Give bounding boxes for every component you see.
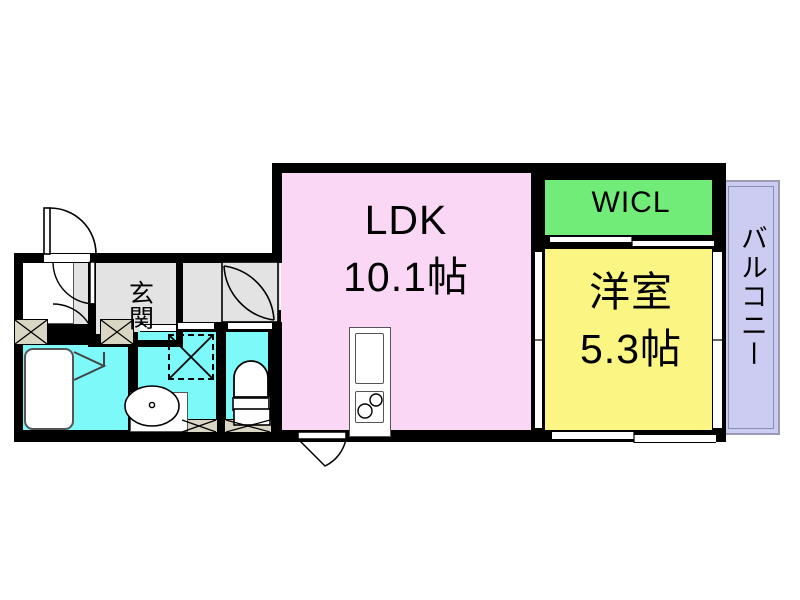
pipe-shaft-box-left <box>14 319 48 345</box>
wall-genkan-right <box>176 253 183 347</box>
label-bedroom: 洋室 <box>589 269 673 315</box>
bedroom-ldk-sliding-door[interactable] <box>534 252 543 428</box>
label-balcony: バルコニー <box>736 223 767 369</box>
vent-toilet <box>224 419 272 433</box>
label-genkan: 玄関 <box>125 280 154 330</box>
bedroom-bottom-window[interactable] <box>552 431 634 440</box>
toilet-door-opening[interactable] <box>228 322 272 330</box>
kitchen-stove <box>355 391 384 423</box>
wall-hall-top <box>14 253 282 263</box>
room-ldk-fill <box>281 172 531 436</box>
wall-wicl-top <box>540 163 726 180</box>
washroom-top-opening[interactable] <box>140 324 176 332</box>
label-ldk-area: 10.1帖 <box>343 254 469 300</box>
wall-entry-opening-left <box>14 253 44 262</box>
bathtub <box>24 348 74 430</box>
washroom-top-opening-2[interactable] <box>178 322 214 330</box>
wall-hall-bottom <box>14 430 282 442</box>
toilet-tank <box>232 397 270 411</box>
wall-genkan-left <box>88 253 96 347</box>
room-wicl-fill <box>545 180 717 235</box>
wall-hall-wet-divider-left <box>14 324 88 334</box>
wicl-sliding-door[interactable] <box>550 236 632 243</box>
bedroom-bottom-window-2[interactable] <box>634 434 716 443</box>
ldk-door-arc <box>297 438 347 467</box>
kitchen-sink <box>355 333 384 384</box>
washbasin-counter <box>130 392 188 432</box>
ldk-door-opening[interactable] <box>298 431 346 440</box>
room-balcony-inner-line <box>728 186 774 429</box>
room-bedroom-fill <box>545 248 717 434</box>
wall-washroom-toilet-divider <box>216 322 226 442</box>
entrance-door-leaf <box>43 207 51 255</box>
label-ldk: LDK <box>364 197 448 243</box>
room-balcony-fill <box>722 180 780 435</box>
wicl-sliding-door-2[interactable] <box>632 240 714 247</box>
label-bedroom-area: 5.3帖 <box>580 326 682 372</box>
entrance-door-opening[interactable] <box>44 253 90 263</box>
shoe-closet-fill <box>22 262 74 324</box>
wall-hall-left <box>14 253 23 442</box>
label-wicl: WICL <box>591 186 671 219</box>
wall-ldk-top <box>272 163 540 173</box>
wall-ldk-left-upper <box>272 163 282 263</box>
washing-machine-space <box>168 334 214 380</box>
entrance-door-arc <box>49 207 97 255</box>
wall-toilet-right <box>272 322 282 442</box>
